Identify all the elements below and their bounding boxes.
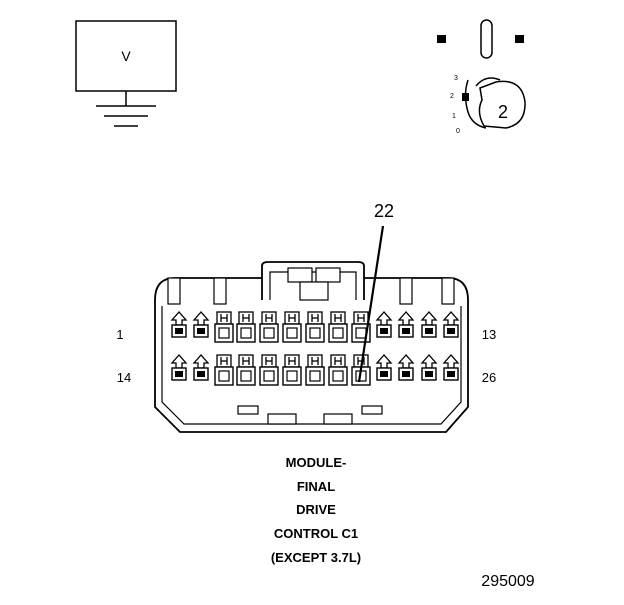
ground-icon bbox=[96, 105, 156, 127]
scale-mark: 2 bbox=[450, 93, 454, 100]
title-line: (EXCEPT 3.7L) bbox=[271, 550, 361, 565]
connector-cavity bbox=[282, 311, 302, 343]
voltmeter-symbol: V bbox=[75, 20, 177, 127]
pin-label-14: 14 bbox=[117, 370, 131, 385]
scale-mark: 1 bbox=[452, 113, 456, 120]
scale-mark: 0 bbox=[456, 128, 460, 135]
title-line: CONTROL C1 bbox=[274, 526, 358, 541]
connector-cavity bbox=[420, 311, 438, 338]
connector-cavity bbox=[170, 354, 188, 381]
connector-cavity bbox=[214, 354, 234, 386]
connector-cavity bbox=[214, 311, 234, 343]
connector-cavity bbox=[192, 311, 210, 338]
connector-cavity bbox=[192, 354, 210, 381]
title-line: MODULE- bbox=[286, 455, 347, 470]
probe-number: 2 bbox=[498, 102, 508, 122]
pin-label-13: 13 bbox=[482, 327, 496, 342]
connector-cavity bbox=[259, 354, 279, 386]
connector-title: MODULE- FINAL DRIVE CONTROL C1 (EXCEPT 3… bbox=[271, 455, 361, 565]
connector-cavity bbox=[442, 311, 460, 338]
connector-cavity bbox=[282, 354, 302, 386]
connector-cavity bbox=[397, 354, 415, 381]
connector-cavity bbox=[328, 311, 348, 343]
connector-cavities bbox=[170, 311, 460, 386]
pin-label-1: 1 bbox=[116, 327, 123, 342]
connector-cavity bbox=[328, 354, 348, 386]
connector-cavity bbox=[375, 354, 393, 381]
scale-mark: 3 bbox=[454, 75, 458, 82]
connector-cavity bbox=[236, 354, 256, 386]
voltmeter-label: V bbox=[121, 48, 131, 64]
pin-22-callout: 22 bbox=[357, 201, 394, 383]
callout-label: 22 bbox=[374, 201, 394, 221]
pin-label-26: 26 bbox=[482, 370, 496, 385]
title-line: FINAL bbox=[297, 479, 335, 494]
connector-cavity bbox=[420, 354, 438, 381]
connector-cavity bbox=[442, 354, 460, 381]
housing-ribs bbox=[167, 277, 455, 305]
connector-cavity bbox=[170, 311, 188, 338]
connector-body bbox=[154, 261, 469, 433]
connector-cavity bbox=[397, 311, 415, 338]
connector-cavity bbox=[305, 354, 325, 386]
figure-id: 295009 bbox=[481, 573, 534, 590]
connector-cavity bbox=[236, 311, 256, 343]
connector-cavity bbox=[305, 311, 325, 343]
probe-tool-icon: 2 3 2 1 0 bbox=[437, 19, 526, 135]
connector-cavity bbox=[259, 311, 279, 343]
title-line: DRIVE bbox=[296, 502, 336, 517]
connector-cavity bbox=[375, 311, 393, 338]
